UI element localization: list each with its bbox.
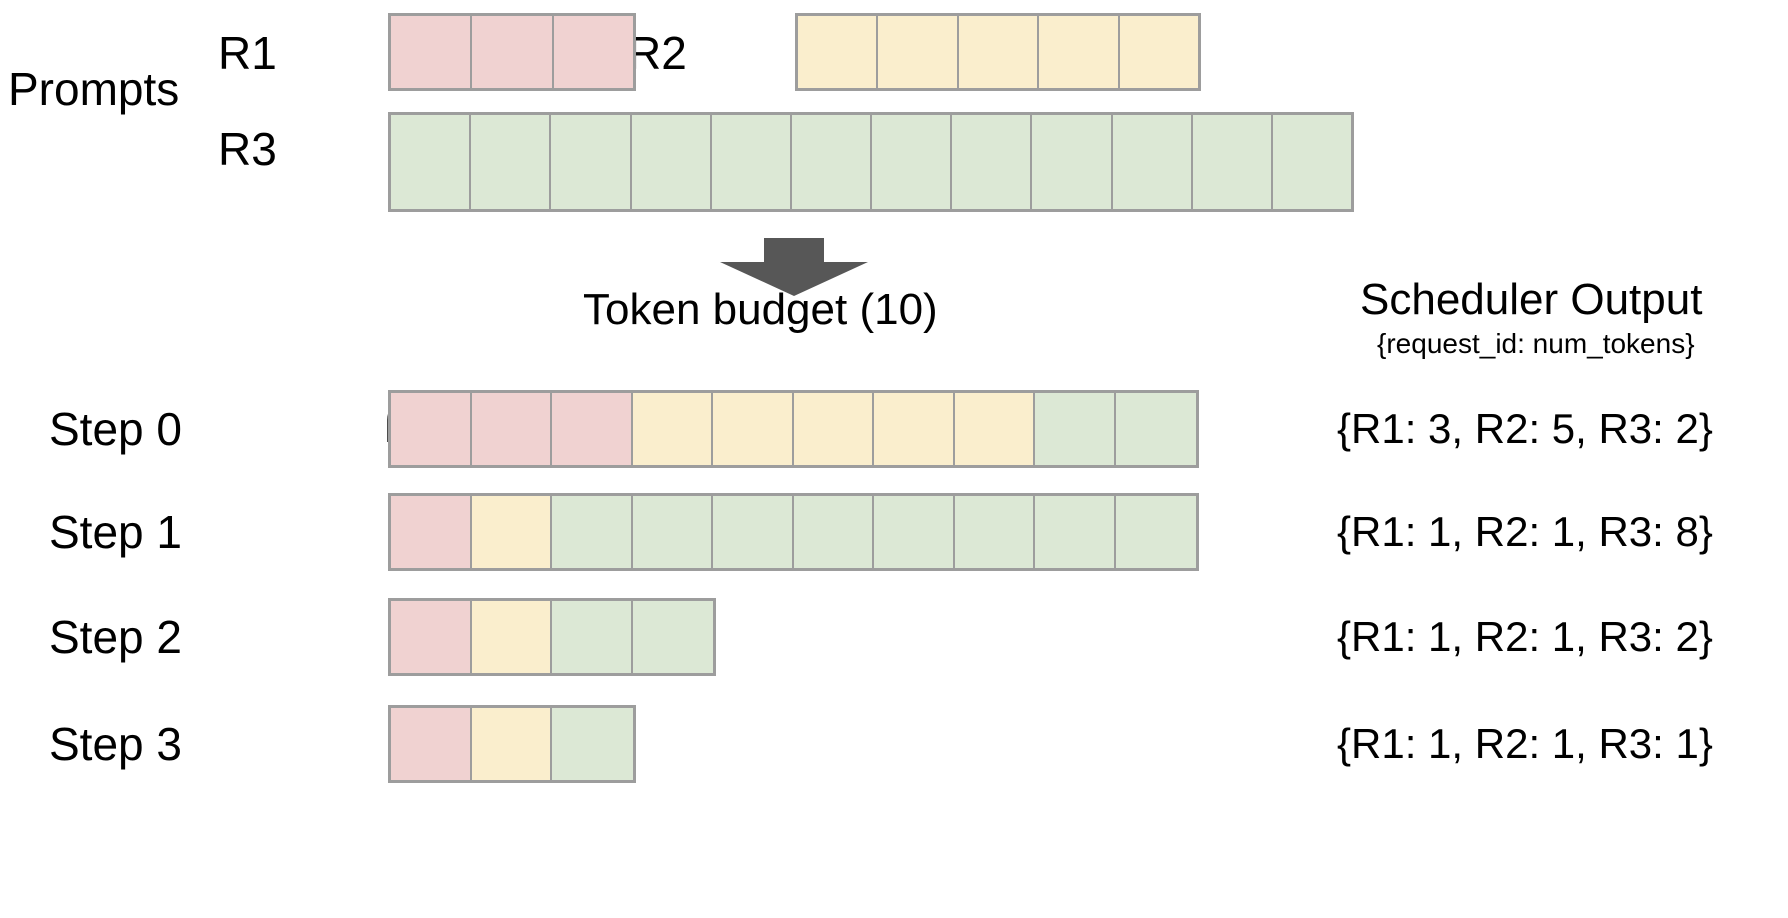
token-cell-r2 [874, 393, 955, 465]
token-cell-r2 [471, 601, 552, 673]
step-row: Step 3 {R1: 1, R2: 1, R3: 1} [0, 705, 1788, 783]
step-row: Step 2 {R1: 1, R2: 1, R3: 2} [0, 598, 1788, 676]
token-cell-r3 [1115, 496, 1196, 568]
scheduler-output-title: Scheduler Output [1360, 275, 1703, 324]
token-cell [711, 115, 792, 209]
token-cell [471, 115, 552, 209]
step-token-strip [388, 598, 716, 676]
step-scheduler-output: {R1: 1, R2: 1, R3: 8} [1337, 508, 1713, 555]
token-cell-r3 [552, 496, 633, 568]
step-label: Step 1 [49, 506, 182, 558]
token-cell-r3 [1035, 496, 1116, 568]
prompt-row-label-r2: R2 [628, 27, 687, 79]
token-cell-r2 [471, 708, 552, 780]
token-cell [551, 115, 632, 209]
down-arrow-icon [720, 238, 868, 296]
token-cell-r1 [391, 496, 472, 568]
token-cell [553, 16, 633, 88]
token-cell [391, 16, 473, 88]
prompt-tokens-r1 [388, 13, 636, 91]
token-cell-r2 [954, 393, 1035, 465]
token-cell-r3 [954, 496, 1035, 568]
prompts-section-label: Prompts [8, 63, 180, 115]
step-token-strip [388, 705, 636, 783]
token-cell [391, 115, 472, 209]
token-cell-r2 [632, 393, 713, 465]
token-cell [798, 16, 879, 88]
prompt-row-label-r3: R3 [218, 123, 277, 175]
token-cell [791, 115, 873, 209]
token-cell [1032, 115, 1113, 209]
token-budget-label: Token budget (10) [583, 285, 938, 334]
token-cell [1039, 16, 1120, 88]
token-cell-r3 [632, 496, 713, 568]
token-cell [631, 115, 712, 209]
token-cell [878, 16, 959, 88]
token-cell-r3 [552, 601, 633, 673]
token-cell-r1 [471, 393, 552, 465]
token-cell-r3 [793, 496, 874, 568]
token-cell-r1 [391, 708, 472, 780]
step-token-strip [388, 493, 1199, 571]
step-token-strip [388, 390, 1199, 468]
step-scheduler-output: {R1: 1, R2: 1, R3: 2} [1337, 613, 1713, 660]
token-cell [472, 16, 554, 88]
step-scheduler-output: {R1: 1, R2: 1, R3: 1} [1337, 720, 1713, 767]
prompt-tokens-r2 [795, 13, 1201, 91]
token-cell [958, 16, 1040, 88]
token-cell-r1 [552, 393, 633, 465]
step-row: Step 0 {R1: 3, R2: 5, R3: 2} [0, 390, 1788, 468]
token-cell-r3 [713, 496, 794, 568]
token-cell-r1 [391, 601, 472, 673]
step-scheduler-output: {R1: 3, R2: 5, R3: 2} [1337, 405, 1713, 452]
token-cell [1272, 115, 1352, 209]
token-cell-r3 [874, 496, 955, 568]
token-cell-r3 [632, 601, 713, 673]
token-cell-r2 [793, 393, 874, 465]
token-cell [1192, 115, 1273, 209]
token-cell-r3 [552, 708, 633, 780]
token-cell [1119, 16, 1199, 88]
token-cell-r2 [713, 393, 794, 465]
prompt-tokens-r3 [388, 112, 1354, 212]
token-cell [952, 115, 1033, 209]
token-cell [872, 115, 953, 209]
step-label: Step 0 [49, 403, 182, 455]
step-label: Step 3 [49, 718, 182, 770]
step-row: Step 1 {R1: 1, R2: 1, R3: 8} [0, 493, 1788, 571]
scheduler-output-subtitle: {request_id: num_tokens} [1377, 328, 1695, 359]
token-cell-r3 [1115, 393, 1196, 465]
step-label: Step 2 [49, 611, 182, 663]
token-cell [1112, 115, 1193, 209]
token-cell-r3 [1035, 393, 1116, 465]
prompt-row-label-r1: R1 [218, 27, 277, 79]
token-cell-r1 [391, 393, 472, 465]
token-cell-r2 [471, 496, 552, 568]
